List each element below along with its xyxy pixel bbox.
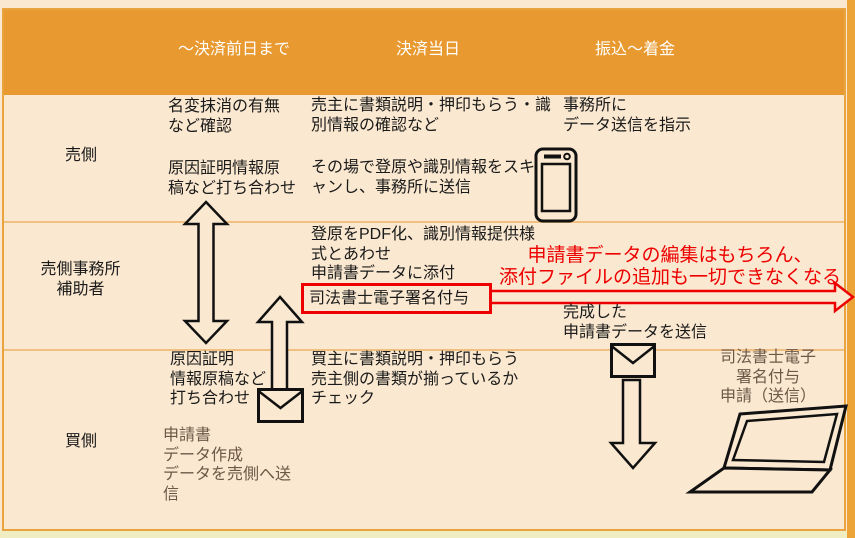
red-arrow-right-icon [488, 280, 855, 314]
note-assistant-pdf-attach: 登原をPDF化、識別情報提供様 式とあわせ 申請書データに添付 [311, 226, 536, 282]
frame-right-strip [847, 0, 855, 538]
row-label-buyer: 買側 [65, 433, 98, 450]
phase-header-transfer-deposit: 振込～着金 [595, 41, 676, 58]
note-seller-scan-send: その場で登原や識別情報をスキ ャンし、事務所に送信 [311, 159, 536, 196]
phase-header-before-settlement: ～決済前日まで [178, 41, 291, 58]
note-signer-submit: 司法書士電子 署名付与 申請（送信） [719, 349, 816, 405]
arrow-down-icon [608, 378, 658, 470]
phase-header-settlement-day: 決済当日 [396, 41, 461, 58]
row-label-seller: 売側 [65, 147, 98, 164]
note-seller-name-change-check: 名変抹消の有無 など確認 [168, 98, 281, 135]
note-seller-explain-stamp: 売主に書類説明・押印もらう・識 別情報の確認など [311, 97, 552, 134]
note-buyer-day-check: 買主に書類説明・押印もらう 売主側の書類が揃っているか チェック [311, 351, 520, 407]
smartphone-icon [534, 147, 578, 223]
header-band [4, 10, 844, 95]
envelope-icon [610, 343, 656, 378]
row-label-seller-office-assistant: 売側事務所 補助者 [40, 261, 121, 298]
laptop-icon [685, 404, 848, 494]
double-arrow-vertical-icon [182, 200, 230, 345]
note-buyer-cause-draft-meeting: 原因証明 情報原稿など 打ち合わせ [170, 351, 267, 407]
row-divider [4, 349, 844, 351]
note-seller-instruct-office: 事務所に データ送信を指示 [563, 97, 692, 134]
diagram-frame [2, 8, 846, 531]
note-red-warning: 申請書データの編集はもちろん、 添付ファイルの追加も一切できなくなる [498, 245, 841, 288]
note-assistant-send-complete: 完成した 申請書データを送信 [563, 304, 708, 341]
envelope-icon [257, 388, 304, 423]
row-divider [4, 221, 844, 223]
note-buyer-create-send-data: 申請書 データ作成 データを売側へ送 信 [163, 427, 292, 503]
red-highlight-box: 司法書士電子署名付与 [301, 283, 492, 314]
note-seller-cause-draft-meeting: 原因証明情報原 稿など打ち合わせ [168, 160, 297, 197]
note-signer-esign: 司法書士電子署名付与 [309, 290, 470, 307]
frame-bottom-strip [0, 531, 847, 538]
